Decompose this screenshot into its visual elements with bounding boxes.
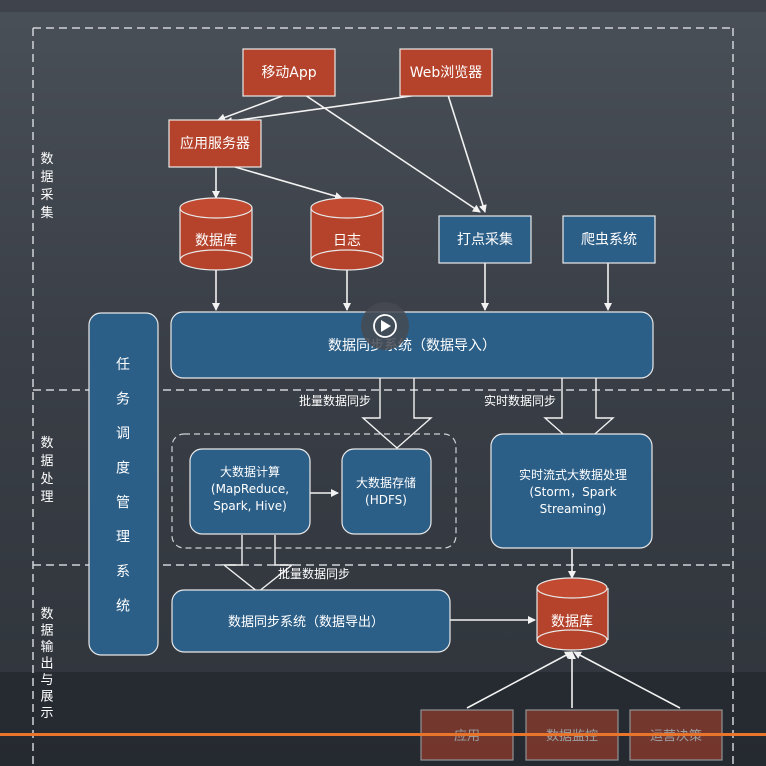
scheduler-char: 度 [116,461,130,477]
section-collect-char: 集 [40,205,53,221]
arrow-web-to-tracking [447,94,487,213]
section-label-process: 数据处理 [40,436,53,505]
node-database-bottom-label: 数据库 [551,614,593,630]
node-mobile-app-label: 移动App [261,65,316,81]
big-compute-line-1: (MapReduce, [211,482,289,496]
node-big-compute: 大数据计算 (MapReduce, Spark, Hive) [189,448,311,535]
big-storage-line-1: (HDFS) [365,493,407,507]
section-collect-char: 采 [40,188,53,203]
hollow-arrow-batch-export [221,535,295,593]
scheduler-char: 理 [116,530,130,546]
node-mobile-app: 移动App [242,48,336,97]
section-output-char: 展 [40,690,53,705]
scheduler-char: 统 [116,599,130,615]
node-app-server: 应用服务器 [168,119,262,168]
node-sync-import-label: 数据同步系统（数据导入） [328,338,496,354]
node-big-storage-label: 大数据存储 (HDFS) [356,475,416,507]
node-monitor-label: 数据监控 [546,729,598,744]
label-batch-sync-export: 批量数据同步 [278,566,350,581]
realtime-line-1: (Storm，Spark [529,485,616,499]
arrow-app-to-tracking [304,94,481,213]
node-app-server-label: 应用服务器 [180,135,250,152]
arrow-server-to-log [234,166,343,200]
section-collect-char: 据 [40,170,53,185]
scheduler-char: 调 [116,426,130,442]
scheduler-char: 任 [116,357,130,373]
node-tracking-label: 打点采集 [457,231,513,248]
arrow-app-to-db [466,651,573,709]
realtime-line-2: Streaming) [540,502,607,516]
node-log-label: 日志 [333,233,361,249]
node-big-compute-label: 大数据计算 (MapReduce, Spark, Hive) [211,464,289,513]
node-database-top: 数据库 [179,197,253,271]
node-crawler: 爬虫系统 [562,215,656,264]
section-boundaries [32,27,734,766]
node-sync-export-label: 数据同步系统（数据导出） [228,615,384,630]
node-database-bottom: 数据库 [536,577,609,651]
big-compute-line-0: 大数据计算 [220,464,280,479]
hollow-arrow-batch-import [361,378,433,449]
section-process-char: 理 [40,490,53,505]
section-process-char: 处 [40,472,53,487]
section-output-char: 据 [40,624,53,639]
label-batch-sync-import: 批量数据同步 [299,393,371,408]
node-crawler-label: 爬虫系统 [581,232,637,248]
label-realtime-sync: 实时数据同步 [484,393,556,408]
title-strip [0,0,766,12]
big-storage-line-0: 大数据存储 [356,475,416,490]
node-app-label: 应用 [454,728,480,744]
realtime-line-0: 实时流式大数据处理 [519,467,627,482]
section-output-char: 与 [40,673,53,688]
node-big-storage: 大数据存储 (HDFS) [341,448,432,535]
node-ops-label: 运营决策 [650,728,702,744]
arrow-ops-to-db [573,651,681,709]
node-sync-import: 数据同步系统（数据导入） [170,311,654,379]
arrow-web-to-server [224,94,419,125]
node-database-top-label: 数据库 [195,233,237,249]
node-sync-export: 数据同步系统（数据导出） [171,589,451,653]
node-log: 日志 [310,197,384,271]
section-process-char: 数 [40,436,53,451]
scheduler-char: 系 [116,564,130,580]
node-tracking: 打点采集 [438,215,532,264]
section-process-char: 据 [40,454,53,469]
arrow-app-to-server [217,94,286,122]
section-output-char: 输 [40,639,53,655]
connectors [212,94,681,709]
scheduler-char: 务 [116,392,130,408]
video-progress-bar[interactable] [0,733,766,736]
section-output-char: 出 [40,657,53,672]
scheduler-char: 管 [116,495,130,511]
section-collect-char: 数 [40,152,53,167]
node-web-browser-label: Web浏览器 [410,65,483,81]
section-output-char: 示 [40,706,53,721]
section-output-char: 数 [40,607,53,622]
batch-processing-group [171,433,457,549]
node-web-browser: Web浏览器 [399,48,493,97]
play-icon[interactable] [361,302,409,350]
big-compute-line-2: Spark, Hive) [213,499,287,513]
